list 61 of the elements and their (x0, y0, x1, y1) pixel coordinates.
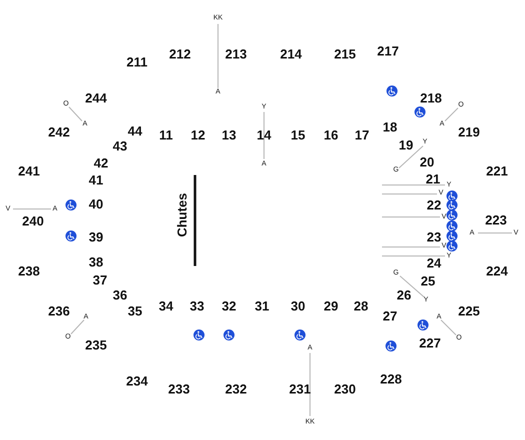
section-number: 14 (256, 128, 272, 142)
section-number: 221 (486, 164, 508, 178)
section-number: 212 (169, 48, 191, 60)
section-number: 231 (289, 382, 311, 396)
section-number: 219 (458, 126, 480, 138)
section-number: 236 (48, 304, 70, 318)
section-number: 34 (158, 300, 174, 312)
section-number: 30 (290, 300, 306, 312)
section-number: 235 (85, 338, 107, 352)
section-number: 238 (18, 264, 40, 278)
section-number: 33 (190, 300, 204, 312)
section-number: 29 (324, 300, 338, 312)
section-number: 217 (377, 44, 399, 58)
section-number: 234 (126, 374, 148, 388)
area-label: Chutes (176, 192, 188, 238)
section-number: 26 (396, 288, 412, 302)
section-number: 40 (88, 198, 104, 210)
section-number: 42 (94, 156, 108, 170)
section-number: 214 (280, 48, 302, 60)
section-number: 13 (222, 128, 236, 142)
section-number: 12 (190, 128, 206, 142)
section-number: 223 (485, 214, 507, 226)
section-number: 17 (354, 128, 370, 142)
section-number: 20 (420, 156, 434, 168)
section-number: 32 (222, 300, 236, 312)
section-number: 41 (88, 174, 104, 186)
section-number: 224 (486, 264, 508, 278)
section-number: 44 (128, 124, 142, 138)
section-number: 213 (225, 48, 247, 60)
section-number: 15 (290, 128, 306, 142)
section-number: 11 (159, 128, 173, 142)
section-number: 21 (426, 172, 440, 186)
section-number: 242 (48, 126, 70, 138)
section-number: 241 (18, 164, 40, 178)
section-number: 232 (225, 382, 247, 396)
section-number: 23 (426, 230, 442, 244)
section-number: 24 (426, 256, 442, 270)
section-number: 16 (324, 128, 338, 142)
section-number: 22 (426, 198, 442, 212)
section-number: 19 (398, 138, 414, 152)
section-number: 25 (420, 274, 436, 288)
section-number: 37 (92, 274, 108, 286)
section-number: 39 (88, 230, 104, 244)
section-number: 43 (112, 140, 128, 152)
section-number: 230 (334, 382, 356, 396)
section-number: 38 (88, 256, 104, 268)
section-number: 35 (128, 304, 142, 318)
section-number: 225 (458, 304, 480, 318)
section-number: 27 (382, 310, 398, 322)
section-number: 18 (382, 120, 398, 134)
section-number: 240 (22, 214, 44, 228)
section-number: 211 (126, 56, 148, 68)
section-number: 244 (85, 92, 107, 104)
section-number: 218 (420, 92, 442, 104)
section-number: 36 (112, 288, 128, 302)
section-number: 227 (419, 336, 441, 350)
section-number: 31 (254, 300, 270, 312)
section-number: 228 (380, 372, 402, 386)
section-number: 28 (354, 300, 368, 312)
section-number: 215 (334, 48, 356, 60)
section-number: 233 (168, 382, 190, 396)
